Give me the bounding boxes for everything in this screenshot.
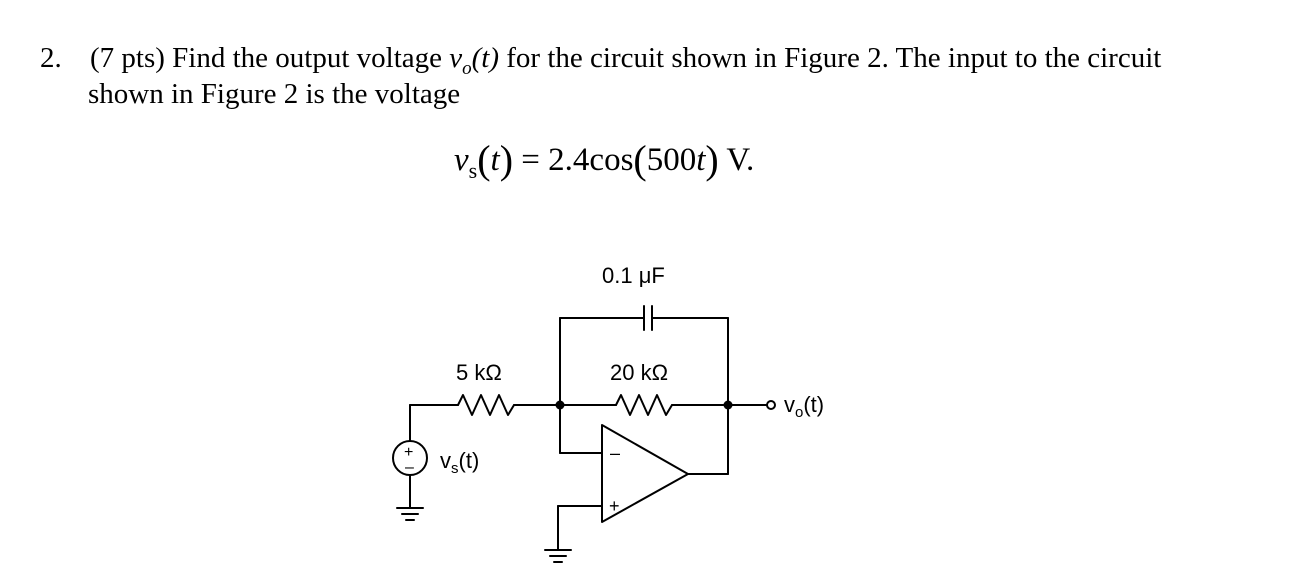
output-voltage-label: vo(t) xyxy=(784,392,824,421)
resistor-5k xyxy=(457,394,515,416)
output-terminal xyxy=(766,400,776,410)
opamp-plus-sign: + xyxy=(609,496,620,516)
opamp-minus-sign: – xyxy=(610,443,620,463)
problem-number: 2. xyxy=(40,42,62,74)
capacitor-label: 0.1 μF xyxy=(602,263,665,288)
resistor-5k-label: 5 kΩ xyxy=(456,360,502,385)
circuit-diagram: 0.1 μF 5 kΩ 20 kΩ + – vs(t) vo(t) – + xyxy=(392,263,824,563)
problem-text-a: Find the output voltage xyxy=(164,42,450,74)
junction-node-right xyxy=(723,400,733,410)
output-voltage-var: vo(t) xyxy=(449,42,500,79)
source-minus-sign: – xyxy=(405,459,414,476)
ground-symbol-opamp xyxy=(544,549,572,563)
ground-symbol-source xyxy=(396,507,424,521)
resistor-20k-label: 20 kΩ xyxy=(610,360,668,385)
resistor-20k xyxy=(615,394,673,416)
problem-text-b: for the circuit shown in Figure 2. The i… xyxy=(499,42,1162,74)
source-voltage-label: vs(t) xyxy=(440,448,479,477)
input-voltage-equation: vs(t) = 2.4cos(500t) V. xyxy=(454,137,755,184)
problem-points: (7 pts) xyxy=(90,42,165,74)
junction-node-left xyxy=(555,400,565,410)
source-plus-sign: + xyxy=(404,444,413,461)
op-amp xyxy=(601,424,689,523)
problem-statement: (7 pts) Find the output voltage vo(t) fo… xyxy=(90,40,1270,87)
capacitor xyxy=(643,305,653,331)
problem-line-2: shown in Figure 2 is the voltage xyxy=(88,78,461,110)
